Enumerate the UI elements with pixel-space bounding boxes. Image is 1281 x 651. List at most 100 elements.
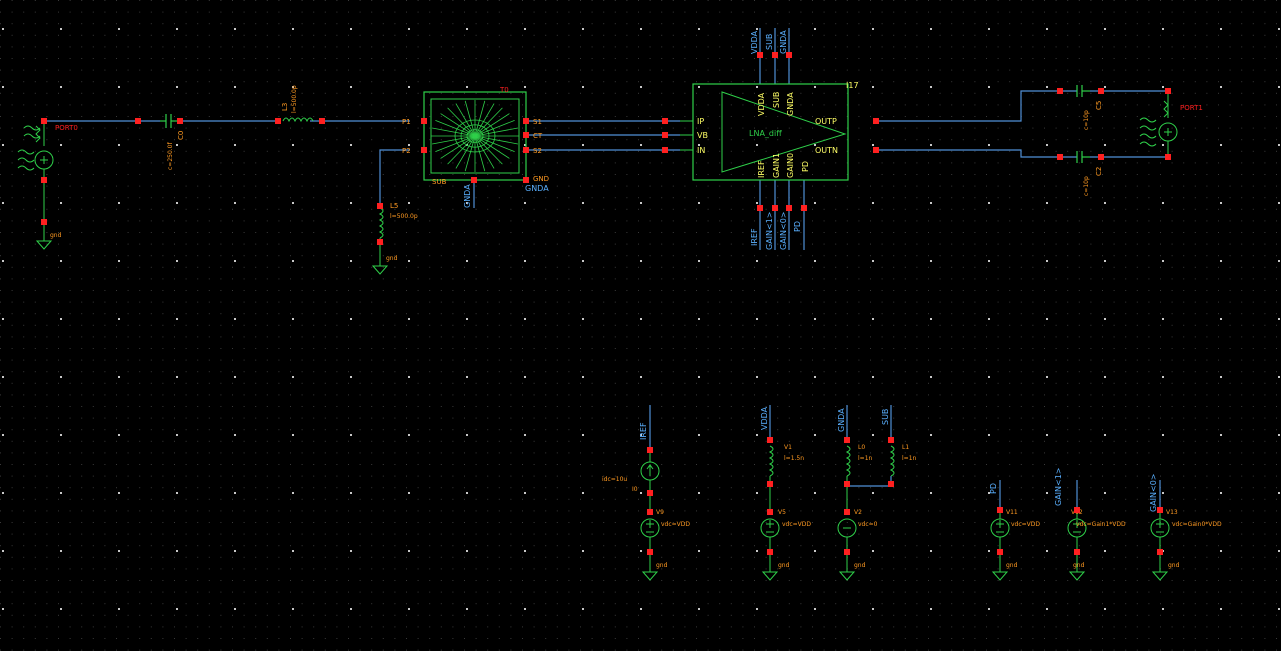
pin-marker[interactable] — [421, 147, 427, 153]
pin-marker[interactable] — [662, 147, 668, 153]
pin-marker[interactable] — [1074, 507, 1080, 513]
pin-marker[interactable] — [421, 118, 427, 124]
lna-pin-sub: SUB — [772, 92, 781, 108]
capacitor-c5[interactable]: c=10p C5 — [1076, 85, 1103, 130]
sub-ind-value: l=1n — [902, 455, 917, 462]
pd-vsrc-id: V11 — [1006, 509, 1018, 516]
pin-marker[interactable] — [523, 147, 529, 153]
pin-marker[interactable] — [1098, 154, 1104, 160]
bias-sub[interactable]: SUB L1 l=1n — [881, 409, 917, 477]
pin-marker[interactable] — [757, 205, 763, 211]
pin-marker[interactable] — [997, 549, 1003, 555]
l5-name: L5 — [390, 202, 398, 210]
c2-name: C2 — [1095, 167, 1103, 176]
pin-marker[interactable] — [647, 447, 653, 453]
lna-pin-gnda: GNDA — [786, 92, 795, 116]
pin-marker[interactable] — [377, 203, 383, 209]
pin-marker[interactable] — [1057, 154, 1063, 160]
net-top-2: GNDA — [779, 30, 788, 54]
vdda-vsrc-value: vdc=VDD — [782, 521, 811, 528]
iref-source-id: I0 — [632, 486, 638, 493]
pin-marker[interactable] — [767, 437, 773, 443]
gain0-gnd: gnd — [1168, 562, 1180, 569]
pin-marker[interactable] — [767, 509, 773, 515]
lna-pin-vb: VB — [697, 131, 708, 140]
transformer-t0[interactable]: T0 P1 P2 S1 CT S2 SUB GND GNDA GNDA — [402, 86, 549, 208]
pin-marker[interactable] — [1057, 88, 1063, 94]
pin-marker[interactable] — [767, 549, 773, 555]
c2-value: c=10p — [1083, 176, 1090, 196]
lna-instance: I17 — [846, 81, 859, 90]
c0-value: c=250.0f — [167, 141, 174, 170]
c0-name: C0 — [177, 131, 185, 140]
l3-name: L3 — [281, 103, 289, 111]
pin-marker[interactable] — [41, 177, 47, 183]
pin-marker[interactable] — [647, 490, 653, 496]
pin-marker[interactable] — [888, 437, 894, 443]
port0-source[interactable]: PORT0 gnd — [17, 121, 78, 250]
gnda-ind-id: L0 — [858, 444, 865, 451]
pin-marker[interactable] — [844, 549, 850, 555]
pin-marker[interactable] — [275, 118, 281, 124]
pin-marker[interactable] — [1098, 88, 1104, 94]
pin-marker[interactable] — [801, 205, 807, 211]
pin-marker[interactable] — [523, 177, 529, 183]
bias-gnda[interactable]: GNDA L0 l=1n V2 vdc=0 gnd — [837, 408, 878, 581]
pin-marker[interactable] — [662, 118, 668, 124]
pin-marker[interactable] — [873, 118, 879, 124]
gain1-gnd: gnd — [1073, 562, 1085, 569]
pin-marker[interactable] — [844, 481, 850, 487]
gnda-vsrc-value: vdc=0 — [858, 521, 878, 528]
t0-pin-p2: P2 — [402, 147, 411, 155]
pin-marker[interactable] — [767, 481, 773, 487]
pin-marker[interactable] — [997, 507, 1003, 513]
l5-value: l=500.0p — [390, 213, 418, 220]
pin-marker[interactable] — [647, 549, 653, 555]
lna-pin-gain0: GAIN0 — [786, 153, 795, 178]
pin-marker[interactable] — [471, 177, 477, 183]
pin-marker[interactable] — [1074, 549, 1080, 555]
pin-marker[interactable] — [41, 219, 47, 225]
pin-marker[interactable] — [523, 118, 529, 124]
lna-diff-instance[interactable]: I17 LNA_diff IP VB IN OUTP OUTN VDDA SUB… — [680, 81, 859, 181]
pin-marker[interactable] — [177, 118, 183, 124]
pin-marker[interactable] — [786, 205, 792, 211]
gnda-gnd: gnd — [854, 562, 866, 569]
inductor-l3[interactable]: L3 l=500.0p — [281, 85, 314, 123]
iref-gnd: gnd — [656, 562, 668, 569]
gnda-ind-value: l=1n — [858, 455, 873, 462]
pin-marker[interactable] — [873, 147, 879, 153]
pin-marker[interactable] — [647, 509, 653, 515]
lna-pin-vdda: VDDA — [757, 92, 766, 116]
pin-marker[interactable] — [772, 205, 778, 211]
lna-cell-name: LNA_diff — [749, 129, 782, 138]
capacitor-c2[interactable]: c=10p C2 — [1076, 151, 1103, 196]
pin-marker[interactable] — [1157, 507, 1163, 513]
pin-marker[interactable] — [888, 481, 894, 487]
pin-markers — [41, 52, 1171, 555]
pin-marker[interactable] — [844, 509, 850, 515]
lna-pin-gain1: GAIN1 — [772, 153, 781, 178]
pin-marker[interactable] — [662, 132, 668, 138]
pin-marker[interactable] — [319, 118, 325, 124]
pin-marker[interactable] — [1165, 88, 1171, 94]
pin-marker[interactable] — [1165, 154, 1171, 160]
t0-pin-ct: CT — [533, 132, 543, 140]
port1-label: PORT1 — [1180, 104, 1203, 112]
pin-marker[interactable] — [135, 118, 141, 124]
pd-net: PD — [989, 483, 998, 494]
vdda-ind-id: V1 — [784, 444, 792, 451]
pin-marker[interactable] — [786, 52, 792, 58]
pin-marker[interactable] — [1157, 549, 1163, 555]
pin-marker[interactable] — [844, 437, 850, 443]
pin-marker[interactable] — [41, 118, 47, 124]
pin-marker[interactable] — [757, 52, 763, 58]
pin-marker[interactable] — [523, 132, 529, 138]
vdda-net: VDDA — [760, 406, 769, 430]
port0-label: PORT0 — [55, 124, 78, 132]
pin-marker[interactable] — [772, 52, 778, 58]
bias-pd[interactable]: PD V11 vdc=VDD gnd — [989, 483, 1040, 581]
pin-marker[interactable] — [377, 239, 383, 245]
lna-net-labels: VDDA SUB GNDA IREF GAIN<1> GAIN<0> PD — [750, 30, 802, 250]
